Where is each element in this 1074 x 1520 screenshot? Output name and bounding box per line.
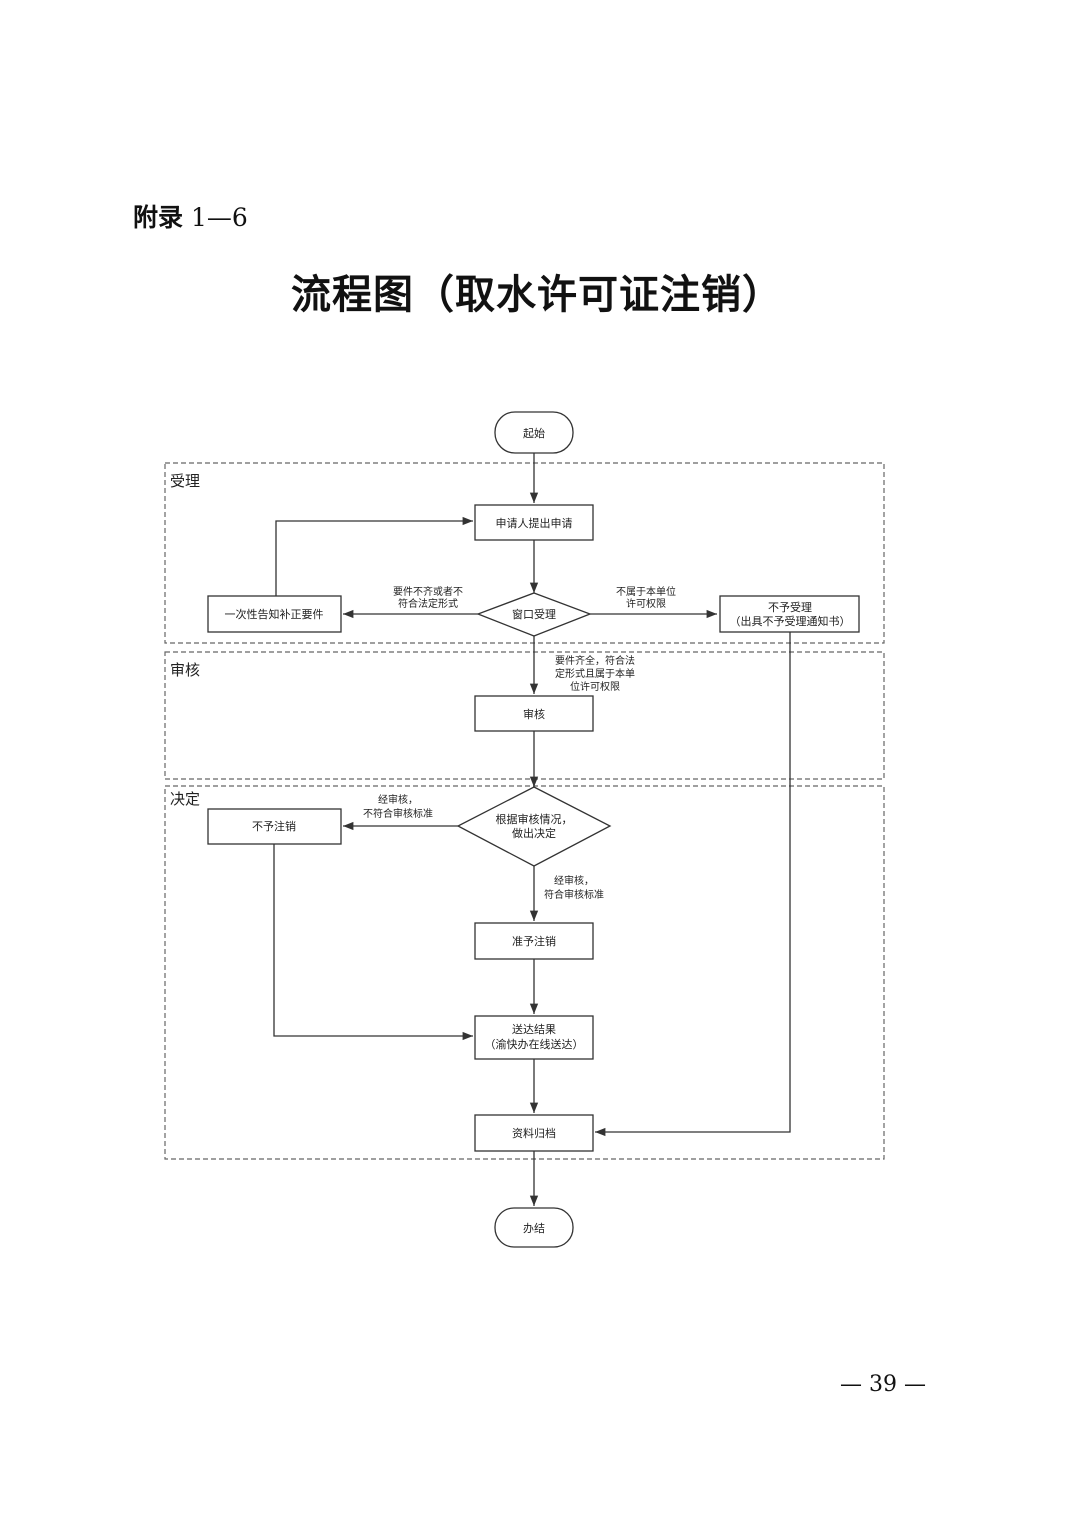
deliver-node	[474, 1015, 594, 1060]
pass-label-2: 符合审核标准	[544, 888, 604, 901]
lane-decide-label: 决定	[170, 790, 200, 808]
complete-label-3: 位许可权限	[570, 680, 620, 693]
notify-node	[207, 595, 342, 633]
end-node	[494, 1207, 574, 1248]
end-node-label: 办结	[523, 1222, 545, 1235]
archive-node	[474, 1114, 594, 1152]
lane-accept	[164, 462, 885, 644]
archive-node-label: 资料归档	[512, 1126, 556, 1140]
decide-decision-node	[456, 786, 612, 867]
fail-label-2: 不符合审核标准	[363, 807, 433, 820]
lane-review	[164, 651, 885, 780]
decide-decision-label-1: 根据审核情况，	[496, 812, 573, 826]
start-node	[494, 411, 574, 454]
incomplete-label-2: 符合法定形式	[398, 597, 458, 610]
deny-node-label: 不予注销	[252, 819, 296, 833]
deliver-node-label-2: （渝快办在线送达）	[485, 1037, 584, 1051]
edge-reject-archive	[595, 632, 791, 1137]
lane-decide	[164, 785, 885, 1160]
reject-node-label-1: 不予受理	[768, 601, 812, 614]
edge-deny-deliver	[273, 844, 473, 1041]
fail-label-1: 经审核，	[378, 793, 418, 806]
lane-accept-label: 受理	[170, 472, 200, 490]
window-decision-node	[476, 592, 592, 637]
document-title: 流程图（取水许可证注销）	[291, 271, 783, 318]
apply-node	[474, 504, 594, 541]
reject-node-label-2: （出具不予受理通知书）	[730, 614, 851, 628]
outside-label-1: 不属于本单位	[616, 585, 676, 598]
deny-node	[207, 808, 342, 845]
reject-node	[719, 595, 860, 633]
pass-label-1: 经审核，	[554, 874, 594, 887]
apply-node-label: 申请人提出申请	[496, 516, 573, 530]
review-node	[474, 695, 594, 732]
complete-label-2: 定形式且属于本单	[555, 667, 635, 680]
approve-node-label: 准予注销	[512, 934, 556, 948]
complete-label-1: 要件齐全，符合法	[555, 654, 635, 667]
window-decision-label: 窗口受理	[512, 607, 556, 621]
decide-decision-label-2: 做出决定	[512, 826, 556, 840]
appendix-label: 附录 1—6	[133, 203, 248, 232]
notify-node-label: 一次性告知补正要件	[225, 607, 324, 621]
start-node-label: 起始	[523, 426, 545, 440]
page-number: — 39 —	[840, 1372, 926, 1397]
deliver-node-label-1: 送达结果	[512, 1022, 556, 1036]
lane-review-label: 审核	[170, 661, 200, 679]
approve-node	[474, 922, 594, 960]
review-node-label: 审核	[523, 707, 545, 721]
edge-notify-apply	[275, 516, 473, 596]
incomplete-label-1: 要件不齐或者不	[393, 585, 463, 598]
outside-label-2: 许可权限	[626, 597, 666, 610]
